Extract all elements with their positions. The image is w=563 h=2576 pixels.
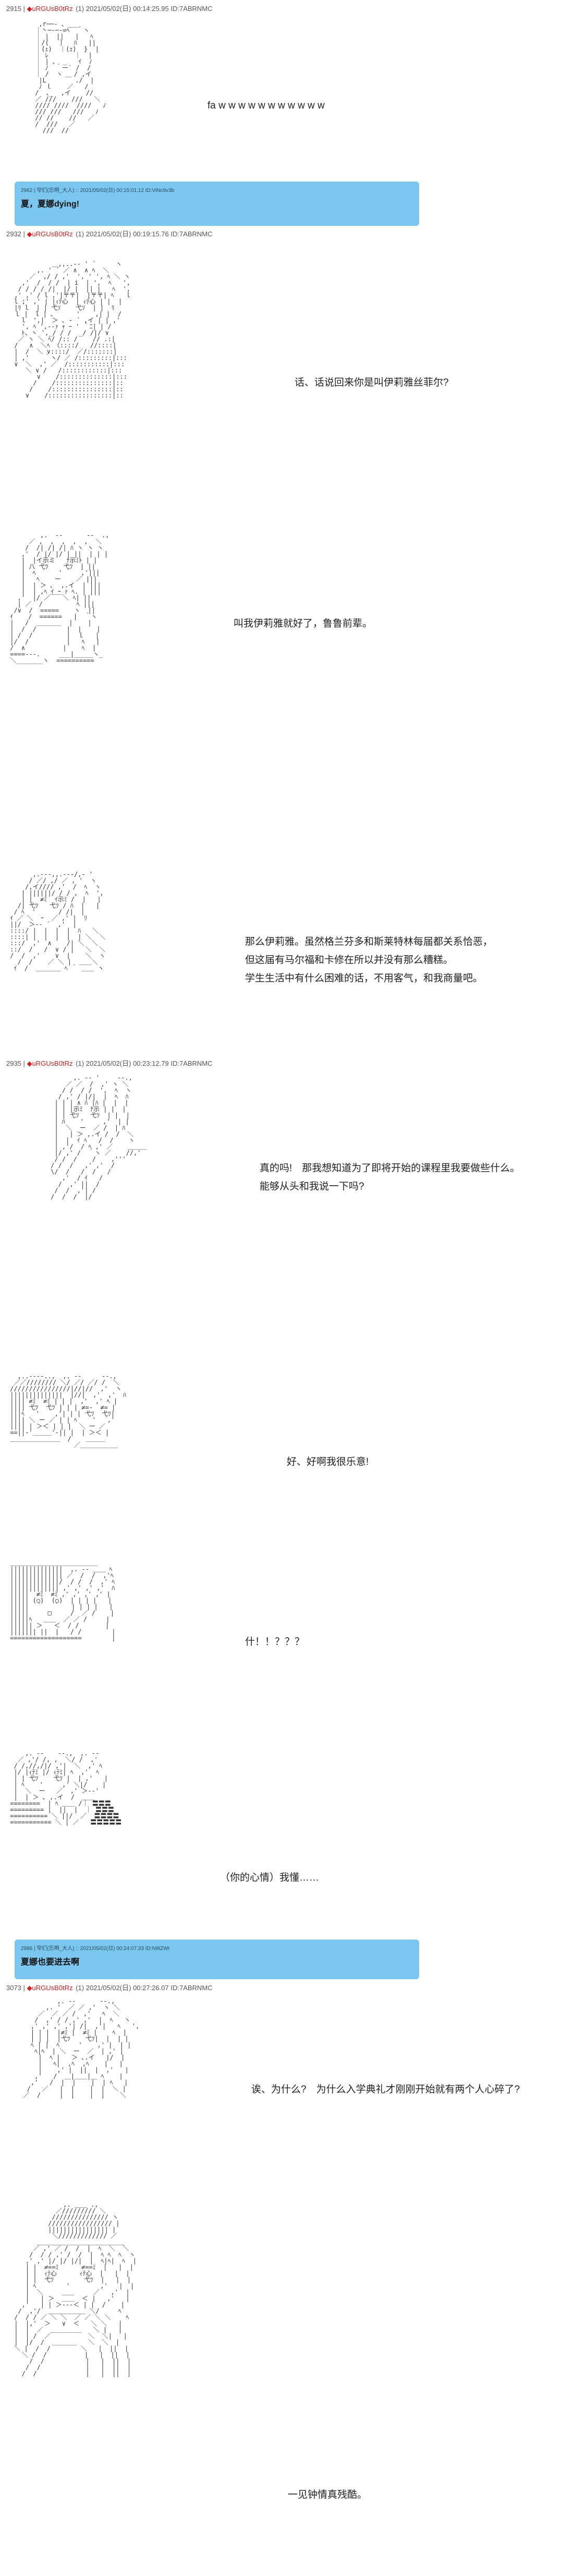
post-number[interactable]: 2932	[6, 230, 21, 238]
dialogue-line: 叫我伊莉雅就好了，鲁鲁前辈。	[234, 618, 373, 629]
ascii-art-figure: ＿＿＿＿＿＿＿＿＿＿＿＿＿＿ |||||||||||||| ,. -‐ ＿＿ ﾍ…	[10, 1560, 116, 1642]
post-number[interactable]: 3073	[6, 1984, 21, 1992]
post-header: 2932 | ◆uRGUsB0tRz (1) 2021/05/02(日) 00:…	[6, 228, 213, 240]
separator: |	[23, 5, 25, 13]
reply-meta: 2962 | 窄们(忘啊_大人) :: 2021/05/02(日) 00:15:…	[21, 188, 175, 194]
separator: |	[23, 230, 25, 238]
ascii-art-figure: ,. ＿＿ ., ／///////// ＼ /////////////// ヽ …	[14, 2201, 137, 2377]
ascii-art-figure: ,. -‐ ' ￣ ‐-., ／ ／ / ,' ヽ ＼ / / / / ', ﾍ…	[51, 1075, 147, 1200]
separator: |	[23, 1060, 25, 1067]
reply-text: 夏，夏娜dying!	[21, 200, 79, 209]
poster-suffix: (1)	[76, 1060, 84, 1067]
poster-name[interactable]: ◆uRGUsB0tRz	[27, 1060, 73, 1067]
dialogue-line: fa w w w w w w w w w w w	[207, 100, 325, 111]
post-number[interactable]: 2915	[6, 5, 21, 13]
reply-box: 2962 | 窄们(忘啊_大人) :: 2021/05/02(日) 00:15:…	[15, 182, 419, 226]
post-header: 2935 | ◆uRGUsB0tRz (1) 2021/05/02(日) 00:…	[6, 1058, 213, 1069]
dialogue-line: 好、好啊我很乐意!	[287, 1456, 369, 1467]
ascii-art-figure: ,r──‐ 、___ ｜丶─-─‐=ﾍ ｀ヽ ｜ | || | ﾍ ｜/( ｝ …	[35, 21, 106, 134]
separator: |	[23, 1984, 25, 1992]
post-timestamp: 2021/05/02(日) 00:23:12.79 ID:7ABRNMC	[85, 1060, 213, 1067]
poster-suffix: (1)	[76, 230, 84, 238]
ascii-art-figure: ,. -‐ ￣ ￣ ‐-., ,. ' ／ ／ ,' ヽ ＼ ／ ／ ／ / ,…	[23, 1998, 140, 2099]
dialogue-line: 那么伊莉雅。虽然格兰芬多和斯莱特林每届都关系恰恶，	[245, 936, 493, 947]
reply-box: 2986 | 窄们(忘啊_大人) :: 2021/05/02(日) 00:24:…	[15, 1940, 419, 1979]
dialogue-line: 学生生活中有什么困难的话，不用客气，和我商量吧。	[245, 973, 483, 984]
dialogue-line: （你的心情）我懂……	[220, 1872, 320, 1883]
post-number[interactable]: 2935	[6, 1060, 21, 1067]
dialogue-line: 诶、为什么? 为什么入学典礼才刚刚开始就有两个人心碎了?	[251, 2084, 520, 2095]
ascii-art-figure: ,. -‐ ￣ ‐-., ,. -‐ ／ ,'/ /, , ＼/ / ,' / …	[10, 1750, 122, 1826]
poster-name[interactable]: ◆uRGUsB0tRz	[27, 1984, 73, 1992]
dialogue-line: 真的吗! 那我想知道为了即将开始的课程里我要做些什么。	[260, 1163, 520, 1174]
poster-name[interactable]: ◆uRGUsB0tRz	[27, 230, 73, 238]
ascii-art-figure: ,. -‐ ￣ ￣ ‐- ., ／ , , , , , ＼ / /| /| /|…	[10, 532, 109, 664]
reply-meta: 2986 | 窄们(忘啊_大人) :: 2021/05/02(日) 00:24:…	[21, 1946, 170, 1952]
dialogue-line: 能够从头和我说一下吗?	[260, 1181, 364, 1192]
poster-name[interactable]: ◆uRGUsB0tRz	[27, 5, 73, 13]
dialogue-line: 但这届有马尔福和卡修在所以并没有那么糟糕。	[245, 955, 454, 966]
dialogue-line: 什！！？？？	[245, 1636, 305, 1647]
post-timestamp: 2021/05/02(日) 00:14:25.95 ID:7ABRNMC	[85, 5, 213, 13]
dialogue-line: 一见钟情真残酷。	[288, 2489, 368, 2500]
post-timestamp: 2021/05/02(日) 00:19:15.76 ID:7ABRNMC	[85, 230, 213, 238]
reply-text: 夏娜也要进去啊	[21, 1958, 80, 1967]
post-header: 2915 | ◆uRGUsB0tRz (1) 2021/05/02(日) 00:…	[6, 3, 213, 15]
dialogue-line: 话、话说回来你是叫伊莉雅丝菲尔?	[295, 377, 449, 388]
poster-suffix: (1)	[76, 5, 84, 13]
ascii-art-figure: ＿,,..-‐ ' ´ ￣ ｀ヽ ,. ' ´ ／ ∧ ∧ ﾍ ＼ ／ ,/ /…	[14, 261, 132, 399]
ascii-art-figure: ,.---,,.---/,- ' / ／/ ,/ ／ , ' ヽ /,イ////…	[10, 871, 106, 972]
ascii-art-figure: ,..-‐‐-.., ,. -‐ ￣￣ ‐-., ／／//////// ＼/ ／…	[10, 1373, 126, 1449]
poster-suffix: (1)	[76, 1984, 84, 1992]
post-header: 3073 | ◆uRGUsB0tRz (1) 2021/05/02(日) 00:…	[6, 1982, 213, 1994]
post-timestamp: 2021/05/02(日) 00:27:26.07 ID:7ABRNMC	[85, 1984, 213, 1992]
